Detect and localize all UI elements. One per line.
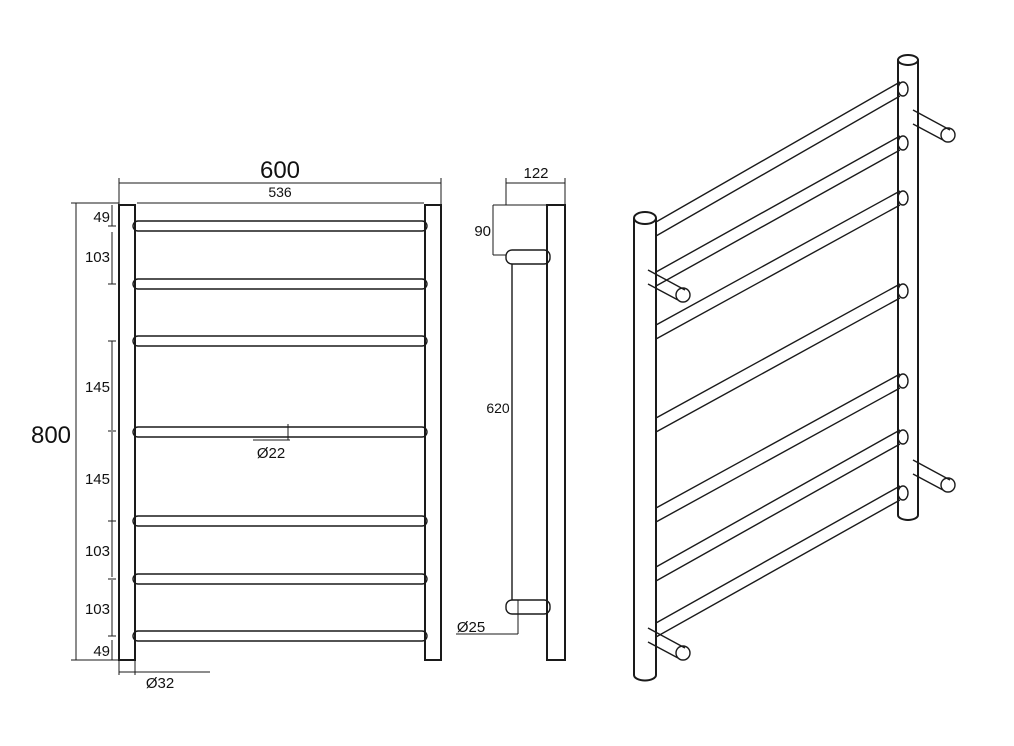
iso-rails [655,81,909,638]
spacing-label: 103 [85,543,110,560]
left-post [118,204,136,661]
rail-diameter-label: Ø22 [257,445,285,462]
side-post [546,204,566,661]
overall-width-label: 600 [260,157,300,184]
rail-3 [132,335,428,347]
bracket-diameter-label: Ø25 [457,619,485,636]
bar-length-label: 536 [268,184,292,200]
spacing-label: 103 [85,249,110,266]
post-diameter-label: Ø32 [146,675,174,692]
rails [132,220,428,642]
rail-6 [132,573,428,585]
isometric-view [633,54,956,682]
spacing-label: 145 [85,471,110,488]
bracket-lower-right [912,459,951,481]
front-view: 600 536 800 [31,157,442,692]
rail-7 [132,630,428,642]
spacing-label: 145 [85,379,110,396]
overall-height-label: 800 [31,422,71,449]
rail-5 [132,515,428,527]
bracket-spacing-label: 620 [486,400,510,416]
rail-diameter-callout: Ø22 [253,424,290,462]
post-diameter-callout: Ø32 [118,660,210,692]
bracket-diameter-callout: Ø25 [456,600,519,636]
overall-width-dimension: 600 536 [118,157,442,205]
depth-dimension: 122 [505,165,566,205]
spacing-dimensions: 49 103 145 145 103 103 49 [85,205,116,660]
top-offset-dimension: 90 [474,204,547,256]
rail-2 [132,278,428,290]
back-post-top [897,54,919,66]
overall-height-dimension: 800 [31,202,119,661]
spacing-label: 49 [93,643,110,660]
bracket-upper-left [647,269,686,291]
spacing-label: 103 [85,601,110,618]
front-post-top [633,211,657,225]
side-view: 122 90 620 Ø25 [456,165,566,661]
bracket-upper-right [912,109,951,131]
rail-1 [132,220,428,232]
top-offset-label: 90 [474,223,491,240]
bracket-lower-left [647,627,686,649]
rail-4 [132,426,428,438]
side-bracket-bottom [505,599,551,615]
spacing-label: 49 [93,209,110,226]
right-post [424,204,442,661]
depth-label: 122 [523,165,548,182]
front-post [633,218,657,682]
side-bracket-top [505,249,551,265]
